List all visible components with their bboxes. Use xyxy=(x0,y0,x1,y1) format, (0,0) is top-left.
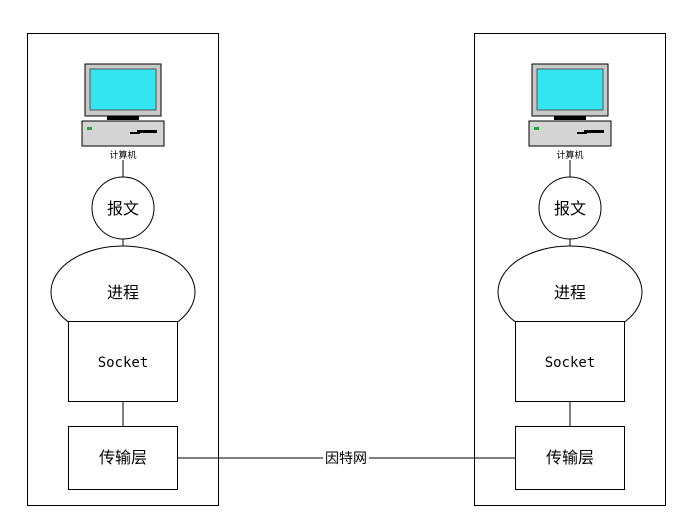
left-host-frame xyxy=(27,33,219,506)
socket-box xyxy=(68,321,178,402)
transport-label: 传输层 xyxy=(99,448,147,467)
left-host: 计算机 报文 进程 Socket 传输层 xyxy=(27,33,219,506)
computer-label: 计算机 xyxy=(109,149,136,161)
socket-label: Socket xyxy=(98,355,149,371)
right-host: 计算机 报文 进程 Socket 传输层 xyxy=(474,33,666,506)
message-label: 报文 xyxy=(107,199,139,218)
transport-label: 传输层 xyxy=(546,448,594,467)
process-label: 进程 xyxy=(554,283,586,302)
socket-box xyxy=(515,321,625,402)
internet-label: 因特网 xyxy=(325,451,367,467)
computer-label: 计算机 xyxy=(556,149,583,161)
right-host-frame xyxy=(474,33,666,506)
transport-box xyxy=(68,426,178,490)
computer-icon xyxy=(528,63,612,147)
computer-icon xyxy=(81,63,165,147)
socket-label: Socket xyxy=(545,355,596,371)
process-label: 进程 xyxy=(107,283,139,302)
transport-box xyxy=(515,426,625,490)
message-label: 报文 xyxy=(554,199,586,218)
